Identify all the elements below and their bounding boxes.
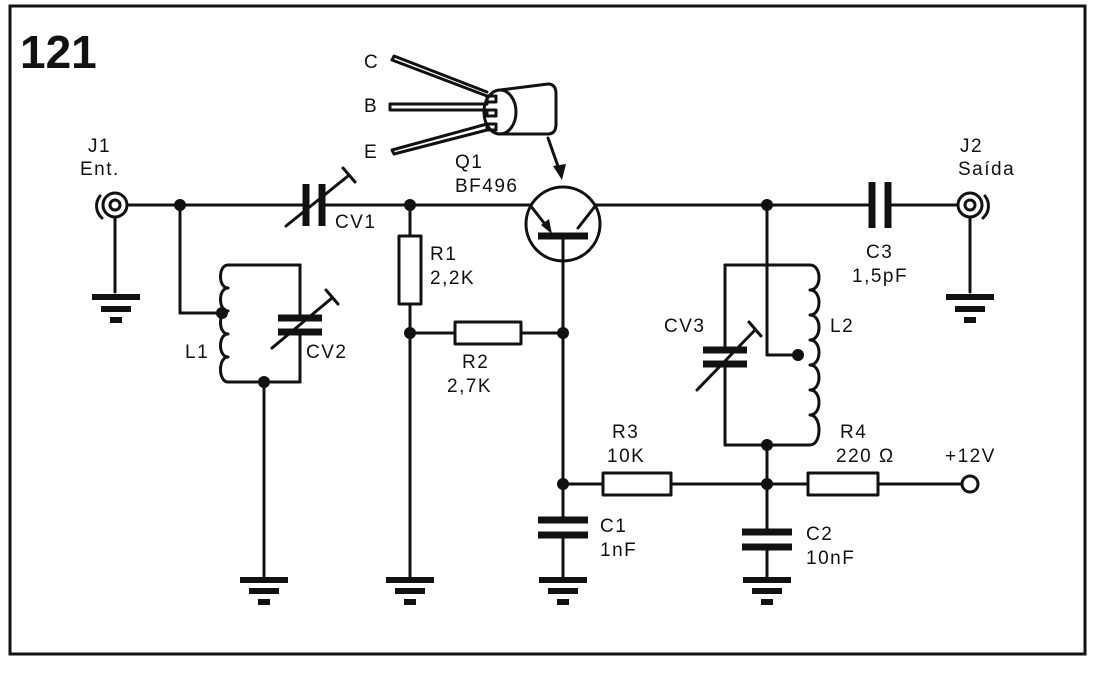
q1-transistor — [524, 185, 602, 264]
ground-symbol — [386, 577, 434, 605]
j1-sublabel: Ent. — [80, 159, 120, 180]
c2-value: 10nF — [806, 548, 855, 569]
c1-value: 1nF — [600, 540, 637, 561]
pin-b-label: B — [364, 96, 378, 117]
r3-value: 10K — [607, 446, 645, 467]
l2-inductor — [798, 263, 821, 447]
q1-label: Q1 — [455, 152, 483, 173]
c1-capacitor — [538, 516, 588, 539]
c3-label: C3 — [866, 242, 893, 263]
c2-label: C2 — [806, 524, 833, 545]
pin-e-label: E — [364, 142, 378, 163]
r2-value: 2,7K — [447, 376, 492, 397]
r4-resistor — [806, 471, 880, 497]
ground-symbol — [240, 577, 288, 605]
cv2-label: CV2 — [306, 342, 347, 363]
j2-label: J2 — [960, 136, 983, 157]
r2-label: R2 — [462, 352, 489, 373]
r4-label: R4 — [840, 422, 867, 443]
ground-symbol — [743, 577, 791, 605]
r3-resistor — [601, 471, 673, 497]
supply-label: +12V — [945, 446, 996, 467]
r1-resistor — [397, 234, 423, 306]
l1-inductor — [219, 263, 242, 384]
r4-value: 220 Ω — [836, 446, 895, 467]
cv1-label: CV1 — [335, 212, 376, 233]
j1-label: J1 — [88, 136, 111, 157]
ground-symbol — [946, 294, 994, 323]
transistor-pinout-icon — [388, 54, 566, 180]
r1-label: R1 — [430, 244, 457, 265]
supply-terminal — [960, 474, 980, 494]
c2-capacitor — [742, 528, 792, 551]
junction-dot — [792, 349, 804, 361]
ground-symbol — [92, 294, 140, 323]
cv3-variable-capacitor — [695, 320, 763, 392]
r2-resistor — [453, 320, 523, 346]
j1-input-jack — [95, 191, 129, 294]
pin-c-label: C — [364, 52, 379, 73]
junction-dot — [557, 327, 569, 339]
cv2-variable-capacitor — [270, 288, 340, 350]
r3-label: R3 — [612, 422, 639, 443]
l2-label: L2 — [830, 316, 854, 337]
c3-value: 1,5pF — [852, 266, 908, 287]
j2-output-jack — [956, 191, 990, 294]
cv3-label: CV3 — [664, 316, 705, 337]
l1-label: L1 — [185, 342, 209, 363]
figure-frame — [8, 4, 1087, 656]
figure-number: 121 — [20, 26, 97, 78]
c3-capacitor — [868, 182, 892, 228]
c1-label: C1 — [600, 516, 627, 537]
ground-symbol — [539, 577, 587, 605]
r1-value: 2,2K — [430, 268, 475, 289]
j2-sublabel: Saída — [958, 159, 1015, 180]
q1-part: BF496 — [455, 176, 518, 197]
